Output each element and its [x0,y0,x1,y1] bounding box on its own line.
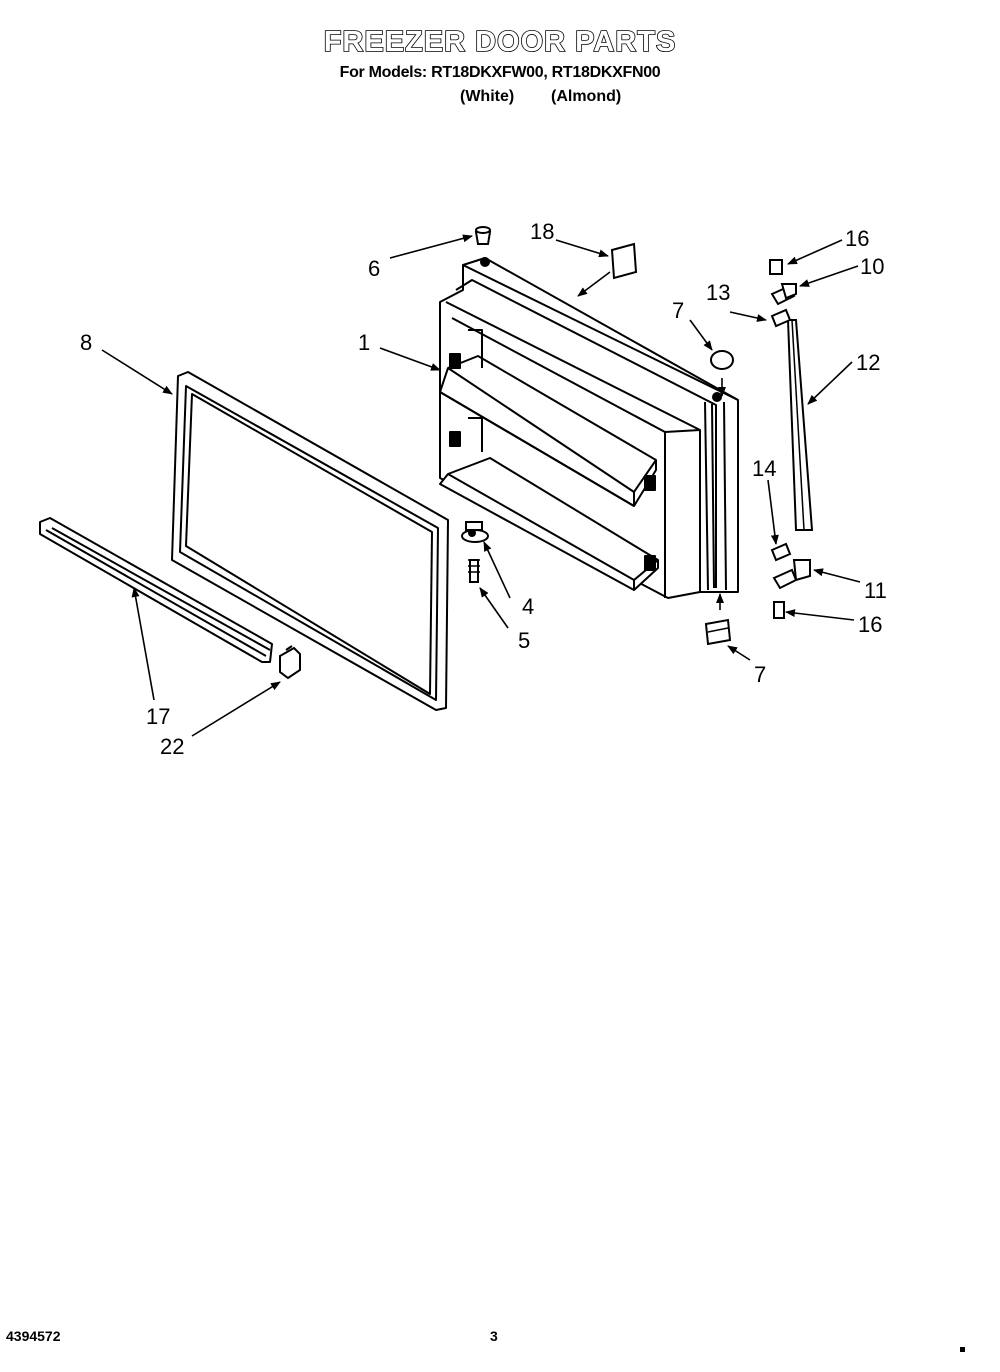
leader-lines [101,234,861,737]
trim-end-cap [279,645,301,680]
bottom-hinge-hardware [461,521,489,583]
bottom-handle-hinge-parts [770,542,811,619]
callout-1: 1 [358,330,370,355]
callout-11: 11 [864,578,887,603]
door-liner [439,257,739,599]
plug-part [474,226,492,245]
callout-14: 14 [752,456,776,481]
document-number: 4394572 [6,1328,61,1344]
callout-22: 22 [160,734,184,759]
models-line: For Models: RT18DKXFW00, RT18DKXFN00 [339,64,661,81]
callout-6: 6 [368,256,380,281]
callout-7-bottom: 7 [754,662,766,687]
callout-5: 5 [518,628,530,653]
variant-almond-label: (Almond) [551,88,622,105]
callout-13: 13 [706,280,730,305]
callout-4: 4 [522,594,534,619]
callout-8: 8 [80,330,92,355]
trim-strip [39,517,273,663]
callout-16-top: 16 [845,226,869,251]
callout-labels: 6 18 1 8 7 13 16 10 12 14 11 16 7 4 5 17… [80,219,887,759]
door-handle [786,319,814,531]
label-part [610,242,638,280]
top-hinge-parts [769,259,797,328]
variant-white-label: (White) [460,88,515,105]
page-title: FREEZER DOOR PARTS [323,25,677,59]
corner-mark [960,1347,965,1352]
door-gasket [171,371,449,711]
callout-7-top: 7 [672,298,684,323]
page-number: 3 [490,1328,498,1344]
callout-17: 17 [146,704,170,729]
callout-18: 18 [530,219,554,244]
callout-12: 12 [856,350,880,375]
callout-10: 10 [860,254,884,279]
hinge-caps [704,350,734,646]
callout-16-bottom: 16 [858,612,882,637]
